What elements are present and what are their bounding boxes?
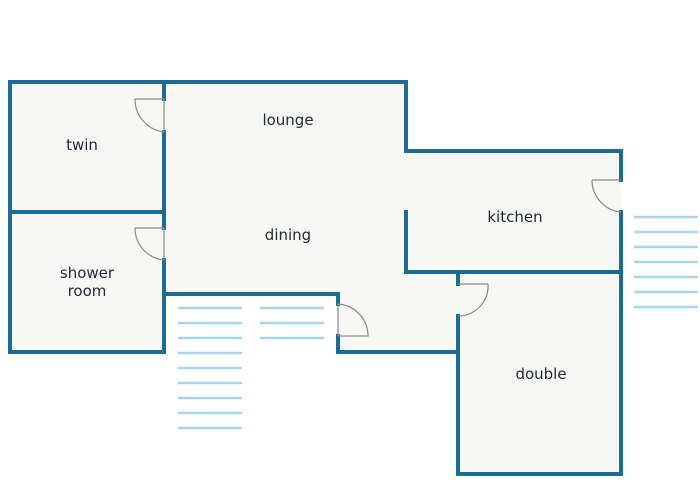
door-shower xyxy=(134,227,165,261)
room-label-double: double xyxy=(515,365,566,383)
room-label-lounge: lounge xyxy=(262,111,313,129)
main-floor xyxy=(164,82,621,352)
door-twin xyxy=(134,98,165,133)
door-kitchen xyxy=(591,179,622,213)
double-floor xyxy=(458,272,621,474)
room-label-kitchen: kitchen xyxy=(487,208,542,226)
door-entry xyxy=(337,303,369,337)
left-rooms-floor xyxy=(10,82,164,352)
room-label-twin: twin xyxy=(66,136,98,154)
room-label-dining: dining xyxy=(265,226,311,244)
door-double xyxy=(457,283,489,317)
room-label-shower-line1: shower xyxy=(60,264,115,282)
stairs-left xyxy=(178,306,242,430)
room-label-shower-line2: room xyxy=(68,282,107,300)
wall-left-block xyxy=(8,80,166,354)
stairs-right xyxy=(634,215,698,309)
doors xyxy=(134,98,622,337)
stairs-middle xyxy=(260,306,324,340)
walls xyxy=(8,80,623,476)
floor-fills xyxy=(10,82,621,474)
